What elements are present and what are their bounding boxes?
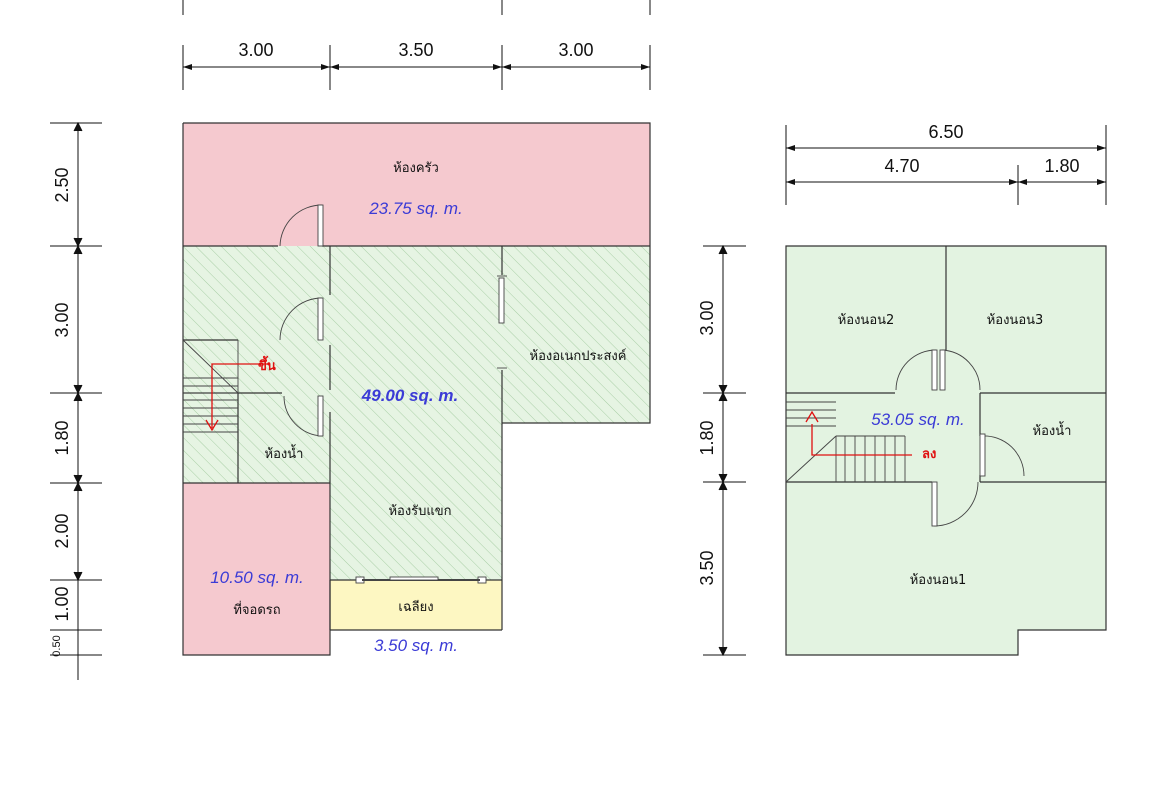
upper-dim-left-2: 1.80: [697, 420, 717, 455]
upper-walls: [786, 246, 1106, 483]
room-carport: ที่จอดรถ: [233, 601, 280, 618]
stair-down-label: ลง: [922, 447, 936, 462]
upper-top-dimensions: [785, 125, 1107, 205]
area-main-ground: 49.00 sq. m.: [361, 386, 458, 405]
ground-left-dimensions: [50, 121, 102, 680]
porch-area: [330, 580, 502, 630]
ground-dim-left-2: 3.00: [52, 302, 72, 337]
upper-dim-left-1: 3.00: [697, 300, 717, 335]
area-kitchen: 23.75 sq. m.: [368, 199, 463, 218]
room-bedroom1: ห้องนอน1: [910, 573, 967, 588]
ground-dim-left-5: 1.00: [52, 586, 72, 621]
kitchen-area: [183, 123, 650, 246]
room-bathroom-ground: ห้องน้ำ: [265, 444, 304, 462]
ground-floor-plan: ขึ้น: [50, 0, 651, 680]
room-bathroom-upper: ห้องน้ำ: [1033, 421, 1072, 439]
stair-up-label: ขึ้น: [258, 355, 276, 374]
ground-dim-left-4: 2.00: [52, 513, 72, 548]
upper-stairs: [785, 401, 906, 483]
room-bedroom3: ห้องนอน3: [987, 313, 1044, 328]
ground-dim-left-3: 1.80: [52, 420, 72, 455]
upper-left-dimensions: [703, 244, 746, 657]
ground-dim-top-3: 3.00: [558, 40, 593, 60]
area-upper-main: 53.05 sq. m.: [871, 410, 965, 429]
room-multipurpose: ห้องอเนกประสงค์: [530, 348, 627, 364]
ground-dim-left-6: 0.50: [51, 635, 63, 656]
upper-dim-left-3: 3.50: [697, 550, 717, 585]
ground-stairs: [182, 339, 239, 433]
area-carport: 10.50 sq. m.: [210, 568, 304, 587]
upper-dim-top-1: 4.70: [884, 156, 919, 176]
ground-doors: [279, 204, 507, 584]
ground-dim-top-1: 3.00: [238, 40, 273, 60]
room-kitchen: ห้องครัว: [393, 161, 439, 176]
ground-dim-top-2: 3.50: [398, 40, 433, 60]
room-living: ห้องรับแขก: [388, 504, 451, 519]
area-porch: 3.50 sq. m.: [374, 636, 458, 655]
upper-dim-total: 6.50: [928, 122, 963, 142]
upper-floor-plan: ลง 6.50 4.70 1.80: [697, 122, 1107, 657]
room-bedroom2: ห้องนอน2: [838, 313, 895, 328]
main-hatched-area: [183, 246, 650, 580]
carport-area: [183, 483, 330, 655]
room-porch: เฉลียง: [398, 599, 433, 615]
ground-dim-left-1: 2.50: [52, 167, 72, 202]
ground-top-dimensions: [182, 0, 651, 90]
upper-stair-arrow: [805, 410, 912, 456]
ground-stair-arrow: [205, 363, 270, 432]
upper-dim-top-2: 1.80: [1044, 156, 1079, 176]
upper-doors: [895, 349, 1025, 527]
upper-floor-area: [785, 245, 1107, 656]
